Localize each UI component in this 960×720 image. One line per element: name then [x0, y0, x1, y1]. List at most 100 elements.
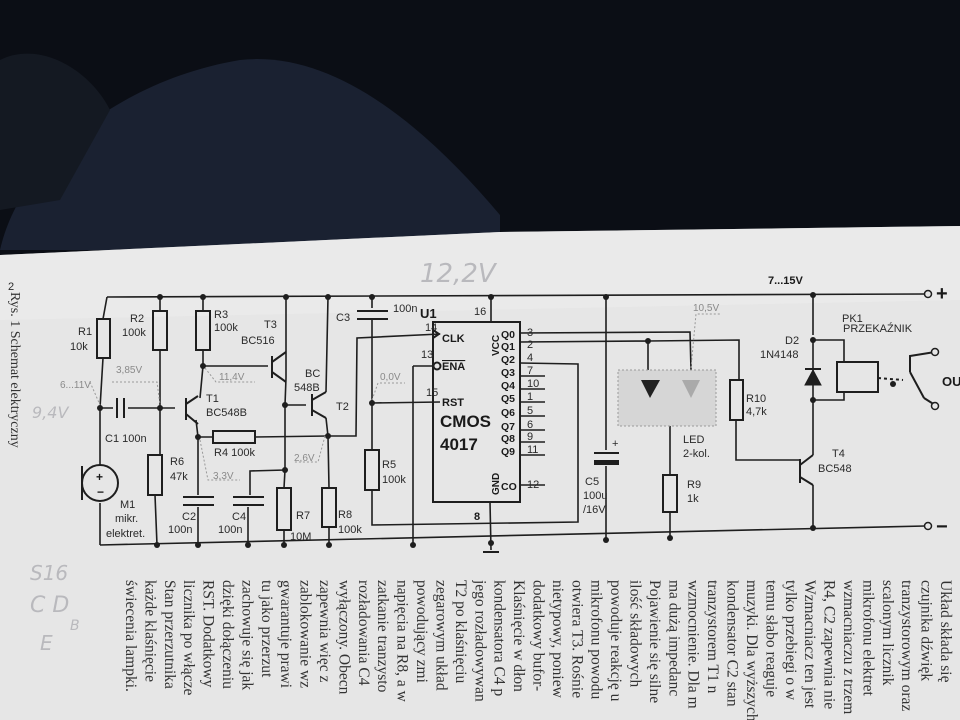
handwritten-mic-note: 9,4V [32, 403, 69, 422]
resistor-r9 [662, 474, 678, 513]
junction-dots [97, 292, 816, 548]
body-text-line: nietypowy, poniew [548, 580, 566, 698]
label-r3: R3 [214, 309, 228, 321]
body-text-line: Klaśnięcie w dłon [510, 580, 528, 692]
fabric [0, 59, 500, 251]
body-text-line: muzyki. Dla wyższych [742, 580, 760, 720]
voltage-t1-collector: 11,4V [219, 372, 245, 383]
relay-linkage [877, 377, 904, 381]
body-text-line: Wzmacniacz ten jest [801, 580, 819, 709]
label-m1-b: mikr. [115, 513, 138, 525]
value-r3: 100k [214, 322, 238, 334]
value-r9: 1k [687, 493, 699, 505]
value-r10: 4,7k [746, 406, 767, 418]
out-terminal-2[interactable] [930, 401, 940, 411]
value-c5: 100u [583, 490, 607, 502]
voltage-annotations: 6...11V 3,85V 11,4V 0,0V 2,6V 3,3V 10,5V [60, 303, 720, 482]
pin-q4: Q4 [501, 380, 515, 392]
capacitor-c2 [183, 496, 214, 506]
pin-num-16: 16 [474, 306, 486, 318]
supply-minus-label: − [936, 516, 948, 538]
body-text-line: otwiera T3. Rośnie [568, 580, 586, 699]
value-r7: 10M [290, 531, 311, 543]
clk-edge-icon [432, 329, 441, 339]
ic-type-line-2: 4017 [440, 435, 478, 454]
pin-num-3: 3 [527, 327, 533, 339]
label-t1: T1 [206, 393, 219, 405]
body-text-line: kondensatora C4 p [490, 580, 508, 697]
transistors [185, 351, 814, 486]
pin-num-8: 8 [474, 511, 480, 523]
pin-num-5: 5 [527, 405, 533, 417]
pin-num-7: 7 [527, 365, 533, 377]
c5-plus: + [612, 438, 618, 450]
label-c5: C5 [585, 476, 599, 488]
body-text-line: dzięki dołączeniu [218, 580, 236, 689]
pin-num-1: 1 [527, 391, 533, 403]
label-m1: M1 [120, 499, 135, 511]
body-text-line: powodujący zmi [413, 580, 431, 683]
resistor-r5 [364, 449, 380, 491]
label-t2: T2 [336, 401, 349, 413]
handwritten-margin-2: C D [30, 593, 69, 618]
page-number: 2 [8, 281, 14, 293]
body-text-line: Układ składa się [937, 580, 954, 683]
led-bicolor-box [617, 369, 717, 427]
body-text-line: gwarantuje prawi [277, 580, 295, 689]
pin-q9: Q9 [501, 446, 515, 458]
pin-num-6: 6 [527, 419, 533, 431]
body-text-line: zatkanie tranzysto [374, 580, 392, 693]
type-d2: 1N4148 [760, 349, 799, 361]
pin-q0: Q0 [501, 329, 515, 341]
body-text-line: tranzystorowym oraz [898, 580, 916, 712]
label-pk1: PK1 [842, 313, 863, 325]
body-text-line: zablokowanie wz [296, 580, 314, 689]
resistor-r2 [152, 310, 168, 351]
pin-q7: Q7 [501, 421, 515, 433]
body-text-line: ma dużą impedanc [665, 580, 683, 697]
supply-minus-terminal[interactable] [923, 521, 933, 531]
resistor-r1 [96, 318, 111, 359]
body-text-line: jego rozładowywan [471, 580, 489, 702]
value-c2: 100n [168, 524, 192, 536]
label-t3: T3 [264, 319, 277, 331]
pin-clk: CLK [442, 333, 465, 345]
svg-text:−: − [97, 485, 104, 499]
voltage-c5: /16V [583, 504, 606, 516]
body-text-line: kondensator C2 stan [723, 580, 741, 707]
label-r6: R6 [170, 456, 184, 468]
ic-type-line-1: CMOS [440, 412, 491, 431]
body-text-line: Pojawienie się silne [645, 580, 663, 704]
out-terminal-1[interactable] [930, 347, 940, 357]
voltage-t1-emitter: 3,3V [213, 471, 234, 482]
label-t2-b: 548B [294, 382, 320, 394]
supply-plus-terminal[interactable] [923, 289, 933, 299]
microphone-m1: +− [81, 464, 119, 502]
pin-q6: Q6 [501, 407, 515, 419]
led-red-icon [641, 380, 660, 398]
label-r4: R4 100k [214, 447, 255, 459]
label-r7: R7 [296, 510, 310, 522]
pin-num-10: 10 [527, 378, 539, 390]
body-text-line: zapewnia więc z [316, 580, 333, 683]
body-text-line: tranzystorem T1 n [704, 580, 722, 694]
value-r1: 10k [70, 341, 88, 353]
pin-q3: Q3 [501, 367, 515, 379]
resistors [96, 310, 744, 531]
label-led-b: 2-kol. [683, 448, 710, 460]
pin-rst: RST [442, 397, 464, 409]
voltage-mic: 6...11V [60, 380, 91, 391]
pin-num-13: 13 [421, 349, 433, 361]
ena-inversion-bubble [432, 361, 442, 371]
label-pk1-b: PRZEKAŹNIK [843, 322, 913, 335]
body-text-line: ilość składowych [626, 580, 644, 688]
handwritten-margin-4: E [40, 631, 53, 655]
resistor-r7 [276, 487, 292, 531]
pin-vcc: VCC [491, 335, 502, 356]
figure-caption: Rys. 1 Schemat elektryczny [7, 292, 22, 448]
capacitor-c1 [116, 398, 125, 418]
body-text-line: T2 po klaśnięciu [451, 580, 469, 684]
body-text-line: każde klaśnięcie [141, 580, 159, 682]
